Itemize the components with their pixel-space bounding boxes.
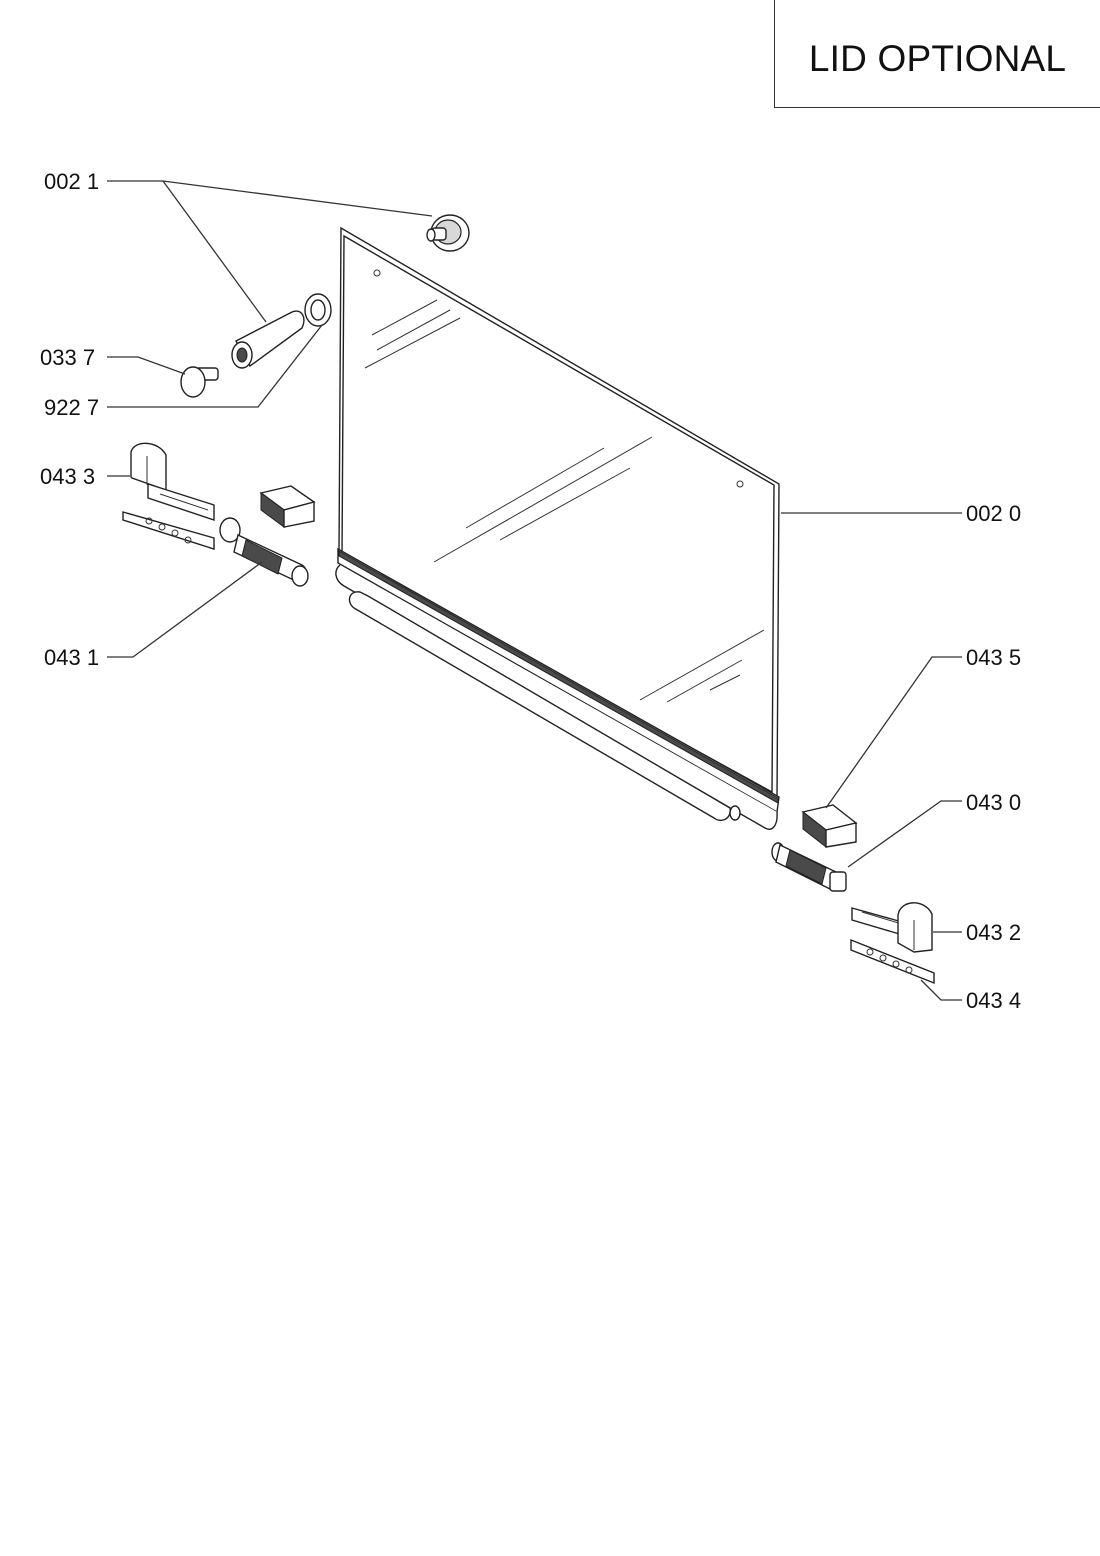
lid-bottom-rail — [335, 547, 780, 830]
callout-labels: 002 1 033 7 922 7 043 3 043 1 002 0 043 … — [40, 169, 1021, 1013]
diagram-title: LID OPTIONAL — [808, 38, 1067, 79]
right-spring-pin-part — [771, 842, 847, 892]
callout-033-7: 033 7 — [40, 345, 95, 370]
left-spring-pin-part — [219, 517, 309, 587]
lid-knob-part — [426, 214, 470, 252]
left-hinge-bracket-part — [122, 442, 215, 550]
callout-043-4: 043 4 — [966, 988, 1021, 1013]
leader-lines — [107, 180, 962, 1001]
callout-922-7: 922 7 — [44, 395, 99, 420]
callout-043-0: 043 0 — [966, 790, 1021, 815]
right-foam-block-part — [801, 804, 858, 849]
callout-043-5: 043 5 — [966, 645, 1021, 670]
callout-043-2: 043 2 — [966, 920, 1021, 945]
left-foam-block-part — [259, 485, 316, 528]
title-box: LID OPTIONAL — [774, 0, 1100, 108]
callout-043-1: 043 1 — [44, 645, 99, 670]
spacer-tube-part — [231, 310, 305, 369]
callout-002-1: 002 1 — [44, 169, 99, 194]
callout-043-3: 043 3 — [40, 464, 95, 489]
right-hinge-bracket-part — [850, 902, 935, 985]
callout-002-0: 002 0 — [966, 501, 1021, 526]
washer-part — [304, 293, 332, 327]
screw-knob-part — [180, 366, 219, 398]
